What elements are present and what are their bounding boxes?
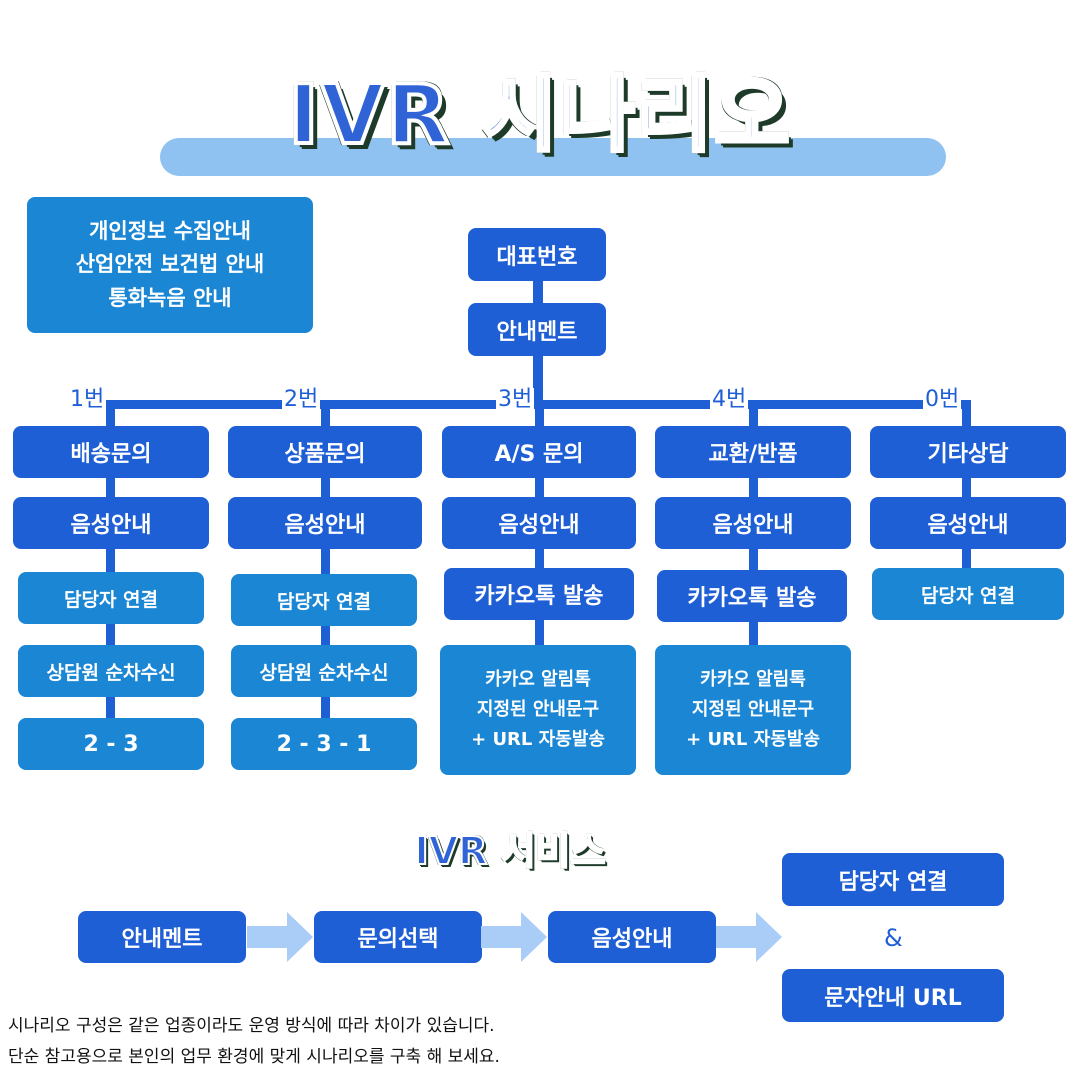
branch-1-category: 배송문의 [13, 426, 209, 478]
service-result-sms-url: 문자안내 URL [782, 969, 1004, 1022]
arrow-right-icon [247, 912, 313, 962]
detail-line: + URL 자동발송 [686, 728, 820, 750]
connector-branch-1 [106, 400, 115, 730]
title-underline-bar [160, 138, 946, 176]
branch-4-voice-guide: 음성안내 [655, 497, 851, 549]
branch-number-3: 3번 [496, 387, 535, 412]
footnote-line-2: 단순 참고용으로 본인의 업무 환경에 맞게 시나리오를 구축 해 보세요. [8, 1047, 500, 1067]
footnote-line-1: 시나리오 구성은 같은 업종이라도 운영 방식에 따라 차이가 있습니다. [8, 1016, 495, 1036]
branch-3-category: A/S 문의 [442, 426, 636, 478]
branch-number-2: 2번 [282, 387, 321, 412]
announcement-box: 안내멘트 [468, 303, 606, 356]
branch-4-category: 교환/반품 [655, 426, 851, 478]
branch-3-voice-guide: 음성안내 [442, 497, 636, 549]
ampersand-label: & [884, 924, 903, 952]
branch-4-kakao-send: 카카오톡 발송 [657, 570, 847, 622]
connector-branch-2 [321, 400, 330, 730]
service-step-announcement: 안내멘트 [78, 911, 246, 963]
service-result-agent-connect: 담당자 연결 [782, 853, 1004, 906]
branch-1-sequential-ring: 상담원 순차수신 [18, 645, 204, 697]
branch-1-agent-connect: 담당자 연결 [18, 572, 204, 624]
arrow-right-icon [481, 912, 547, 962]
detail-line: 지정된 안내문구 [476, 699, 600, 721]
branch-number-1: 1번 [68, 387, 107, 412]
branch-2-voice-guide: 음성안내 [228, 497, 422, 549]
notice-line: 산업안전 보건법 안내 [75, 252, 265, 277]
branch-0-voice-guide: 음성안내 [870, 497, 1066, 549]
main-number-box: 대표번호 [468, 228, 606, 281]
branch-4-kakao-detail: 카카오 알림톡 지정된 안내문구 + URL 자동발송 [655, 645, 851, 775]
arrow-right-icon [716, 912, 782, 962]
branch-0-category: 기타상담 [870, 426, 1066, 478]
branch-1-agent-order: 2 - 3 [18, 718, 204, 770]
notice-line: 개인정보 수집안내 [89, 218, 251, 243]
service-title: IVR 서비스 [414, 828, 607, 874]
branch-3-kakao-send: 카카오톡 발송 [444, 568, 634, 620]
detail-line: 지정된 안내문구 [691, 699, 815, 721]
detail-line: 카카오 알림톡 [700, 669, 806, 691]
detail-line: + URL 자동발송 [471, 728, 605, 750]
branch-0-agent-connect: 담당자 연결 [872, 568, 1064, 620]
notice-line: 통화녹음 안내 [108, 285, 232, 310]
branch-2-sequential-ring: 상담원 순차수신 [231, 645, 417, 697]
branch-number-4: 4번 [710, 387, 749, 412]
notice-box: 개인정보 수집안내 산업안전 보건법 안내 통화녹음 안내 [27, 197, 313, 333]
branch-number-0: 0번 [923, 387, 962, 412]
page-title: IVR 시나리오 [286, 66, 792, 165]
detail-line: 카카오 알림톡 [485, 669, 591, 691]
branch-2-agent-order: 2 - 3 - 1 [231, 718, 417, 770]
service-step-inquiry-select: 문의선택 [314, 911, 482, 963]
branch-1-voice-guide: 음성안내 [13, 497, 209, 549]
service-step-voice-guide: 음성안내 [548, 911, 716, 963]
branch-3-kakao-detail: 카카오 알림톡 지정된 안내문구 + URL 자동발송 [440, 645, 636, 775]
branch-2-category: 상품문의 [228, 426, 422, 478]
branch-2-agent-connect: 담당자 연결 [231, 574, 417, 626]
